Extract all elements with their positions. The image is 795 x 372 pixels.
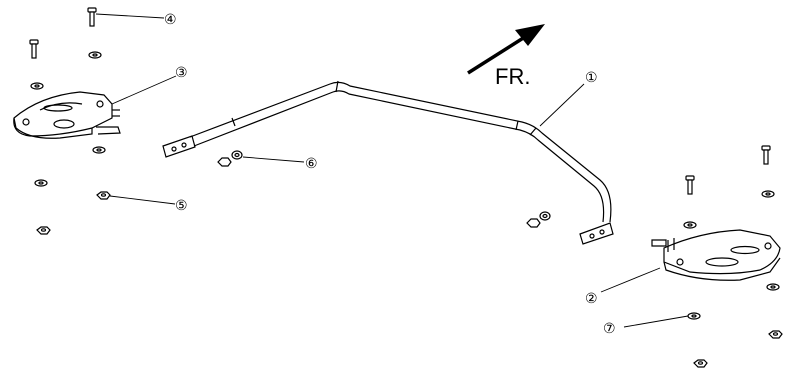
left-mount-bracket: [13, 91, 121, 139]
flat-washer: [766, 283, 780, 291]
bolt: [685, 175, 695, 195]
sway-bar: [162, 80, 614, 245]
hex-nut: [693, 359, 708, 368]
bolt: [87, 7, 97, 27]
flat-washer: [30, 82, 44, 90]
nut-washer-pair: [526, 211, 551, 228]
bolt: [761, 145, 771, 165]
callout-7: ⑦: [603, 321, 616, 337]
callout-3: ③: [175, 65, 188, 81]
right-mount-bracket: [651, 229, 781, 281]
leader-lines: [95, 13, 689, 328]
callout-6: ⑥: [305, 156, 318, 172]
nut-washer-pair: [217, 150, 243, 167]
hex-nut: [96, 191, 111, 200]
bolt: [29, 39, 39, 59]
callout-1: ①: [585, 70, 598, 86]
hex-nut: [768, 330, 783, 339]
flat-washer: [34, 179, 48, 187]
callout-2: ②: [585, 291, 598, 307]
flat-washer: [761, 190, 775, 198]
front-direction-label: FR.: [495, 64, 530, 89]
flat-washer: [687, 312, 701, 320]
hex-nut: [36, 226, 51, 235]
flat-washer: [92, 146, 106, 154]
callout-4: ④: [164, 12, 177, 28]
front-direction-arrow: [467, 24, 545, 75]
callout-5: ⑤: [175, 198, 188, 214]
flat-washer: [88, 51, 102, 59]
flat-washer: [683, 221, 697, 229]
